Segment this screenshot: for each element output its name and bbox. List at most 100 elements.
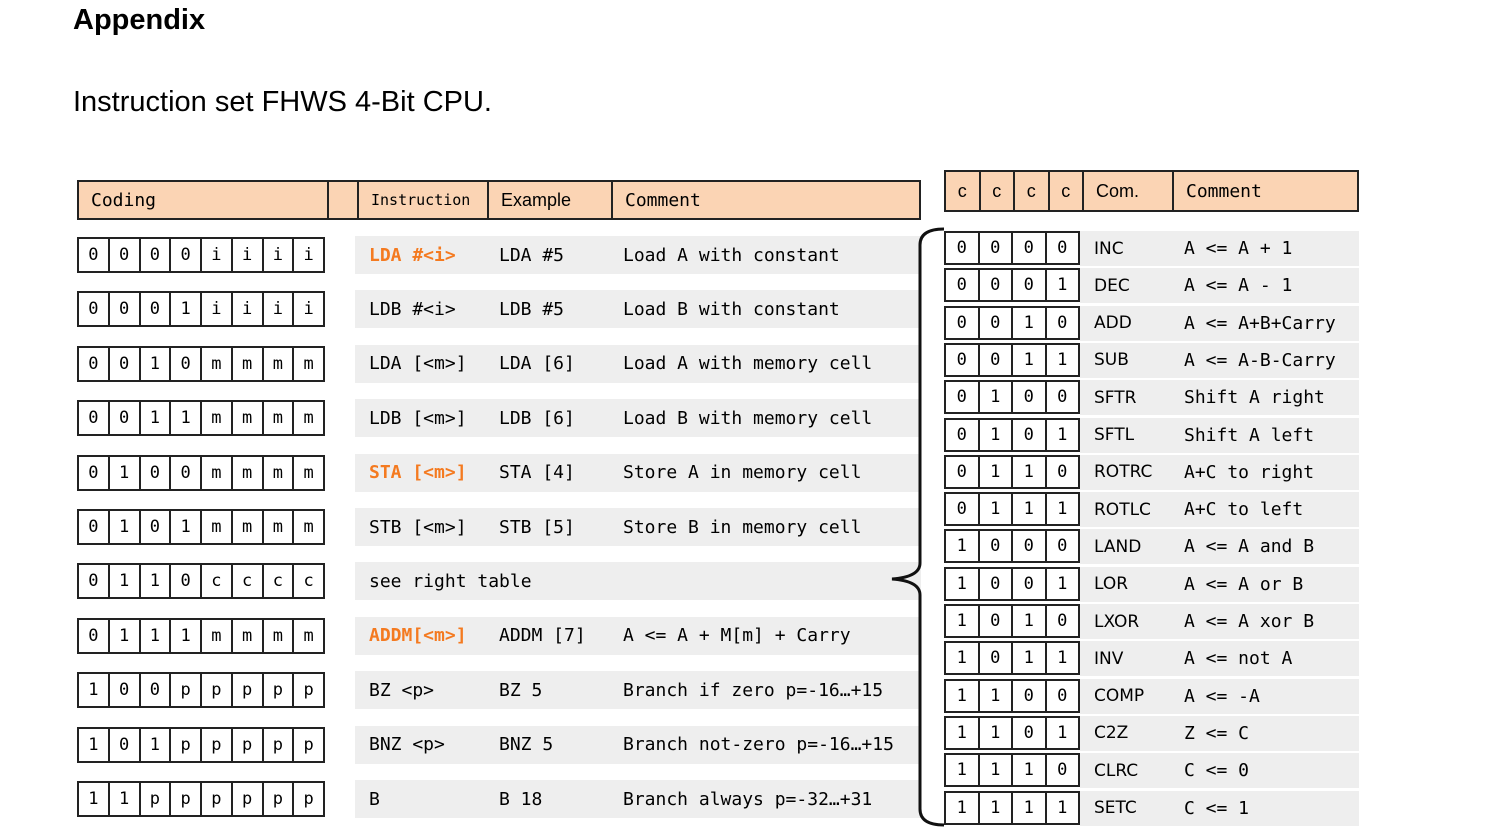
opcode-bit: 1 <box>169 293 200 326</box>
command-bit: 0 <box>1011 531 1045 562</box>
opcode-bit: 1 <box>88 734 99 755</box>
command-bit: 1 <box>1044 419 1079 450</box>
command-bit: 1 <box>977 680 1012 711</box>
command-cell: INC <box>1094 238 1124 259</box>
opcode-bit: 0 <box>169 239 200 271</box>
row-stripe <box>355 562 921 601</box>
header-bit: c <box>978 172 1014 210</box>
opcode-bit: p <box>169 728 200 761</box>
page-heading: Appendix <box>73 4 206 36</box>
row-stripe <box>1080 268 1359 304</box>
command-cell: ROTRC <box>1094 462 1153 483</box>
command-bit: 1 <box>1011 606 1045 636</box>
row-stripe <box>1080 231 1359 266</box>
opcode-bit: m <box>230 456 262 489</box>
opcode-bit: 0 <box>88 408 99 429</box>
header-example: Example <box>487 182 611 218</box>
example-cell: BZ 5 <box>499 679 543 701</box>
command-bit: 0 <box>1011 568 1045 599</box>
opcode-bit: c <box>230 565 262 598</box>
row-stripe <box>1080 417 1359 453</box>
command-bit: 0 <box>1044 680 1079 711</box>
command-bit: 0 <box>1044 606 1079 636</box>
opcode-bit: m <box>230 402 262 435</box>
instruction-cell: LDB [<m>] <box>369 407 467 429</box>
instruction-cell: BZ <p> <box>369 679 435 701</box>
row-stripe <box>1080 566 1359 602</box>
command-bit: 1 <box>1011 344 1045 375</box>
comment-cell: Shift A left <box>1184 424 1315 446</box>
opcode-bit: p <box>200 783 231 815</box>
comment-cell: Shift A right <box>1184 387 1325 409</box>
example-cell: LDB [6] <box>499 407 575 429</box>
command-bit: 1 <box>956 760 967 781</box>
command-bit: 0 <box>1011 382 1045 413</box>
opcode-bit: p <box>261 674 293 707</box>
command-bit: 0 <box>1044 531 1079 562</box>
opcode-bit: m <box>230 347 262 380</box>
command-bit: 0 <box>1011 680 1045 711</box>
command-bit: 1 <box>956 573 967 594</box>
opcode-bit: 1 <box>138 728 170 761</box>
command-bit: 1 <box>977 456 1012 487</box>
opcode-bit: 1 <box>169 402 200 435</box>
command-bit: 0 <box>977 643 1012 674</box>
instruction-cell: LDB #<i> <box>369 298 456 320</box>
opcode-bit: 1 <box>88 680 99 701</box>
opcode-bit: m <box>261 347 293 380</box>
opcode-bit: m <box>292 511 323 543</box>
command-cell: LAND <box>1094 536 1142 557</box>
comment-cell: A+C to left <box>1184 499 1304 521</box>
opcode-bit: 0 <box>169 456 200 489</box>
command-bit: 0 <box>956 275 967 296</box>
command-cell: ADD <box>1094 313 1132 334</box>
comment-cell: Z <= C <box>1184 722 1250 744</box>
row-stripe <box>1080 529 1359 565</box>
opcode-bit: p <box>200 674 231 707</box>
comment-cell: Branch always p=-32…+31 <box>623 788 873 810</box>
comment-cell: Branch not-zero p=-16…+15 <box>623 734 894 756</box>
instruction-table-header: Coding Instruction Example Comment <box>77 180 921 220</box>
opcode-bit: 1 <box>107 619 139 652</box>
opcode-bit: 1 <box>107 783 139 815</box>
curly-brace-icon <box>891 227 945 827</box>
opcode-bit: 0 <box>138 239 170 271</box>
opcode-bit: i <box>200 239 231 271</box>
opcode-bit: i <box>292 239 323 271</box>
opcode-bit: p <box>169 783 200 815</box>
row-stripe <box>1080 492 1359 528</box>
command-bit: 0 <box>977 606 1012 636</box>
opcode-bit: i <box>230 293 262 326</box>
opcode-bit: 0 <box>138 456 170 489</box>
command-bit: 1 <box>1044 643 1079 674</box>
command-bit: 0 <box>1044 233 1079 263</box>
opcode-bit: c <box>261 565 293 598</box>
command-bit: 1 <box>1011 792 1045 823</box>
row-stripe <box>1080 753 1359 789</box>
command-cell: SFTR <box>1094 387 1137 408</box>
